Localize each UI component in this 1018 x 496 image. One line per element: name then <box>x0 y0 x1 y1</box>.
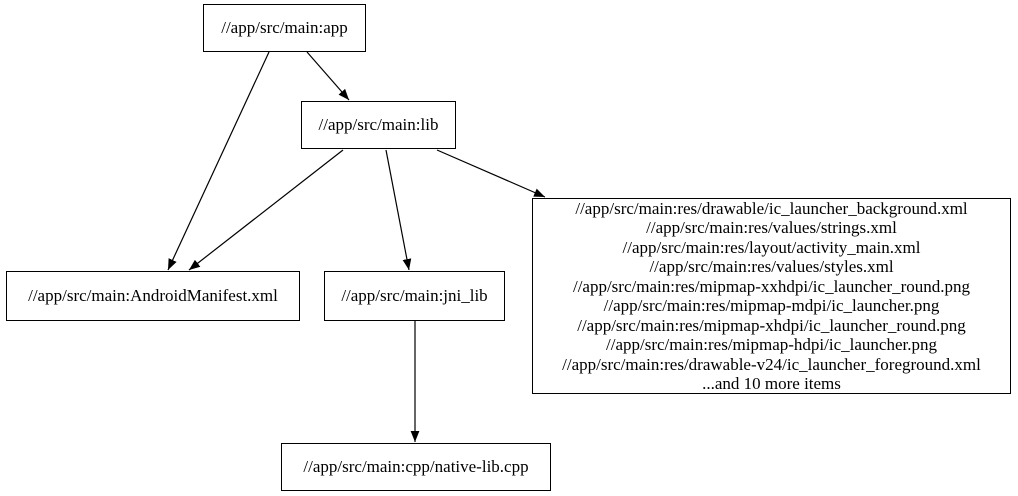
node-jni-lib-label: //app/src/main:jni_lib <box>341 285 488 305</box>
node-native-lib-cpp: //app/src/main:cpp/native-lib.cpp <box>281 443 551 491</box>
edge-lib-to-jni-lib <box>385 149 412 271</box>
resources-line: //app/src/main:res/drawable-v24/ic_launc… <box>562 354 981 374</box>
resources-line: //app/src/main:res/layout/activity_main.… <box>622 237 921 257</box>
node-resources-group: //app/src/main:res/drawable/ic_launcher_… <box>532 198 1011 394</box>
resources-line: //app/src/main:res/mipmap-xhdpi/ic_launc… <box>577 315 966 335</box>
node-lib: //app/src/main:lib <box>301 101 456 149</box>
resources-line: //app/src/main:res/mipmap-mdpi/ic_launch… <box>603 296 940 315</box>
edge-app-to-lib <box>306 51 350 101</box>
node-android-manifest: //app/src/main:AndroidManifest.xml <box>6 271 300 321</box>
resources-line: //app/src/main:res/mipmap-hdpi/ic_launch… <box>606 335 937 354</box>
edge-lib-to-resources <box>436 149 546 198</box>
edge-lib-to-manifest <box>188 149 344 271</box>
node-lib-label: //app/src/main:lib <box>318 114 439 134</box>
edge-app-to-manifest <box>167 51 270 271</box>
resources-more-items: ...and 10 more items <box>702 374 841 393</box>
resources-line: //app/src/main:res/values/strings.xml <box>646 218 897 237</box>
resources-line: //app/src/main:res/mipmap-xxhdpi/ic_laun… <box>572 276 971 296</box>
resources-line: //app/src/main:res/values/styles.xml <box>649 257 894 276</box>
node-app: //app/src/main:app <box>203 4 366 52</box>
node-android-manifest-label: //app/src/main:AndroidManifest.xml <box>28 285 278 305</box>
resources-line: //app/src/main:res/drawable/ic_launcher_… <box>575 198 968 218</box>
node-native-lib-cpp-label: //app/src/main:cpp/native-lib.cpp <box>303 456 529 476</box>
node-jni-lib: //app/src/main:jni_lib <box>324 271 505 321</box>
node-app-label: //app/src/main:app <box>221 17 348 37</box>
